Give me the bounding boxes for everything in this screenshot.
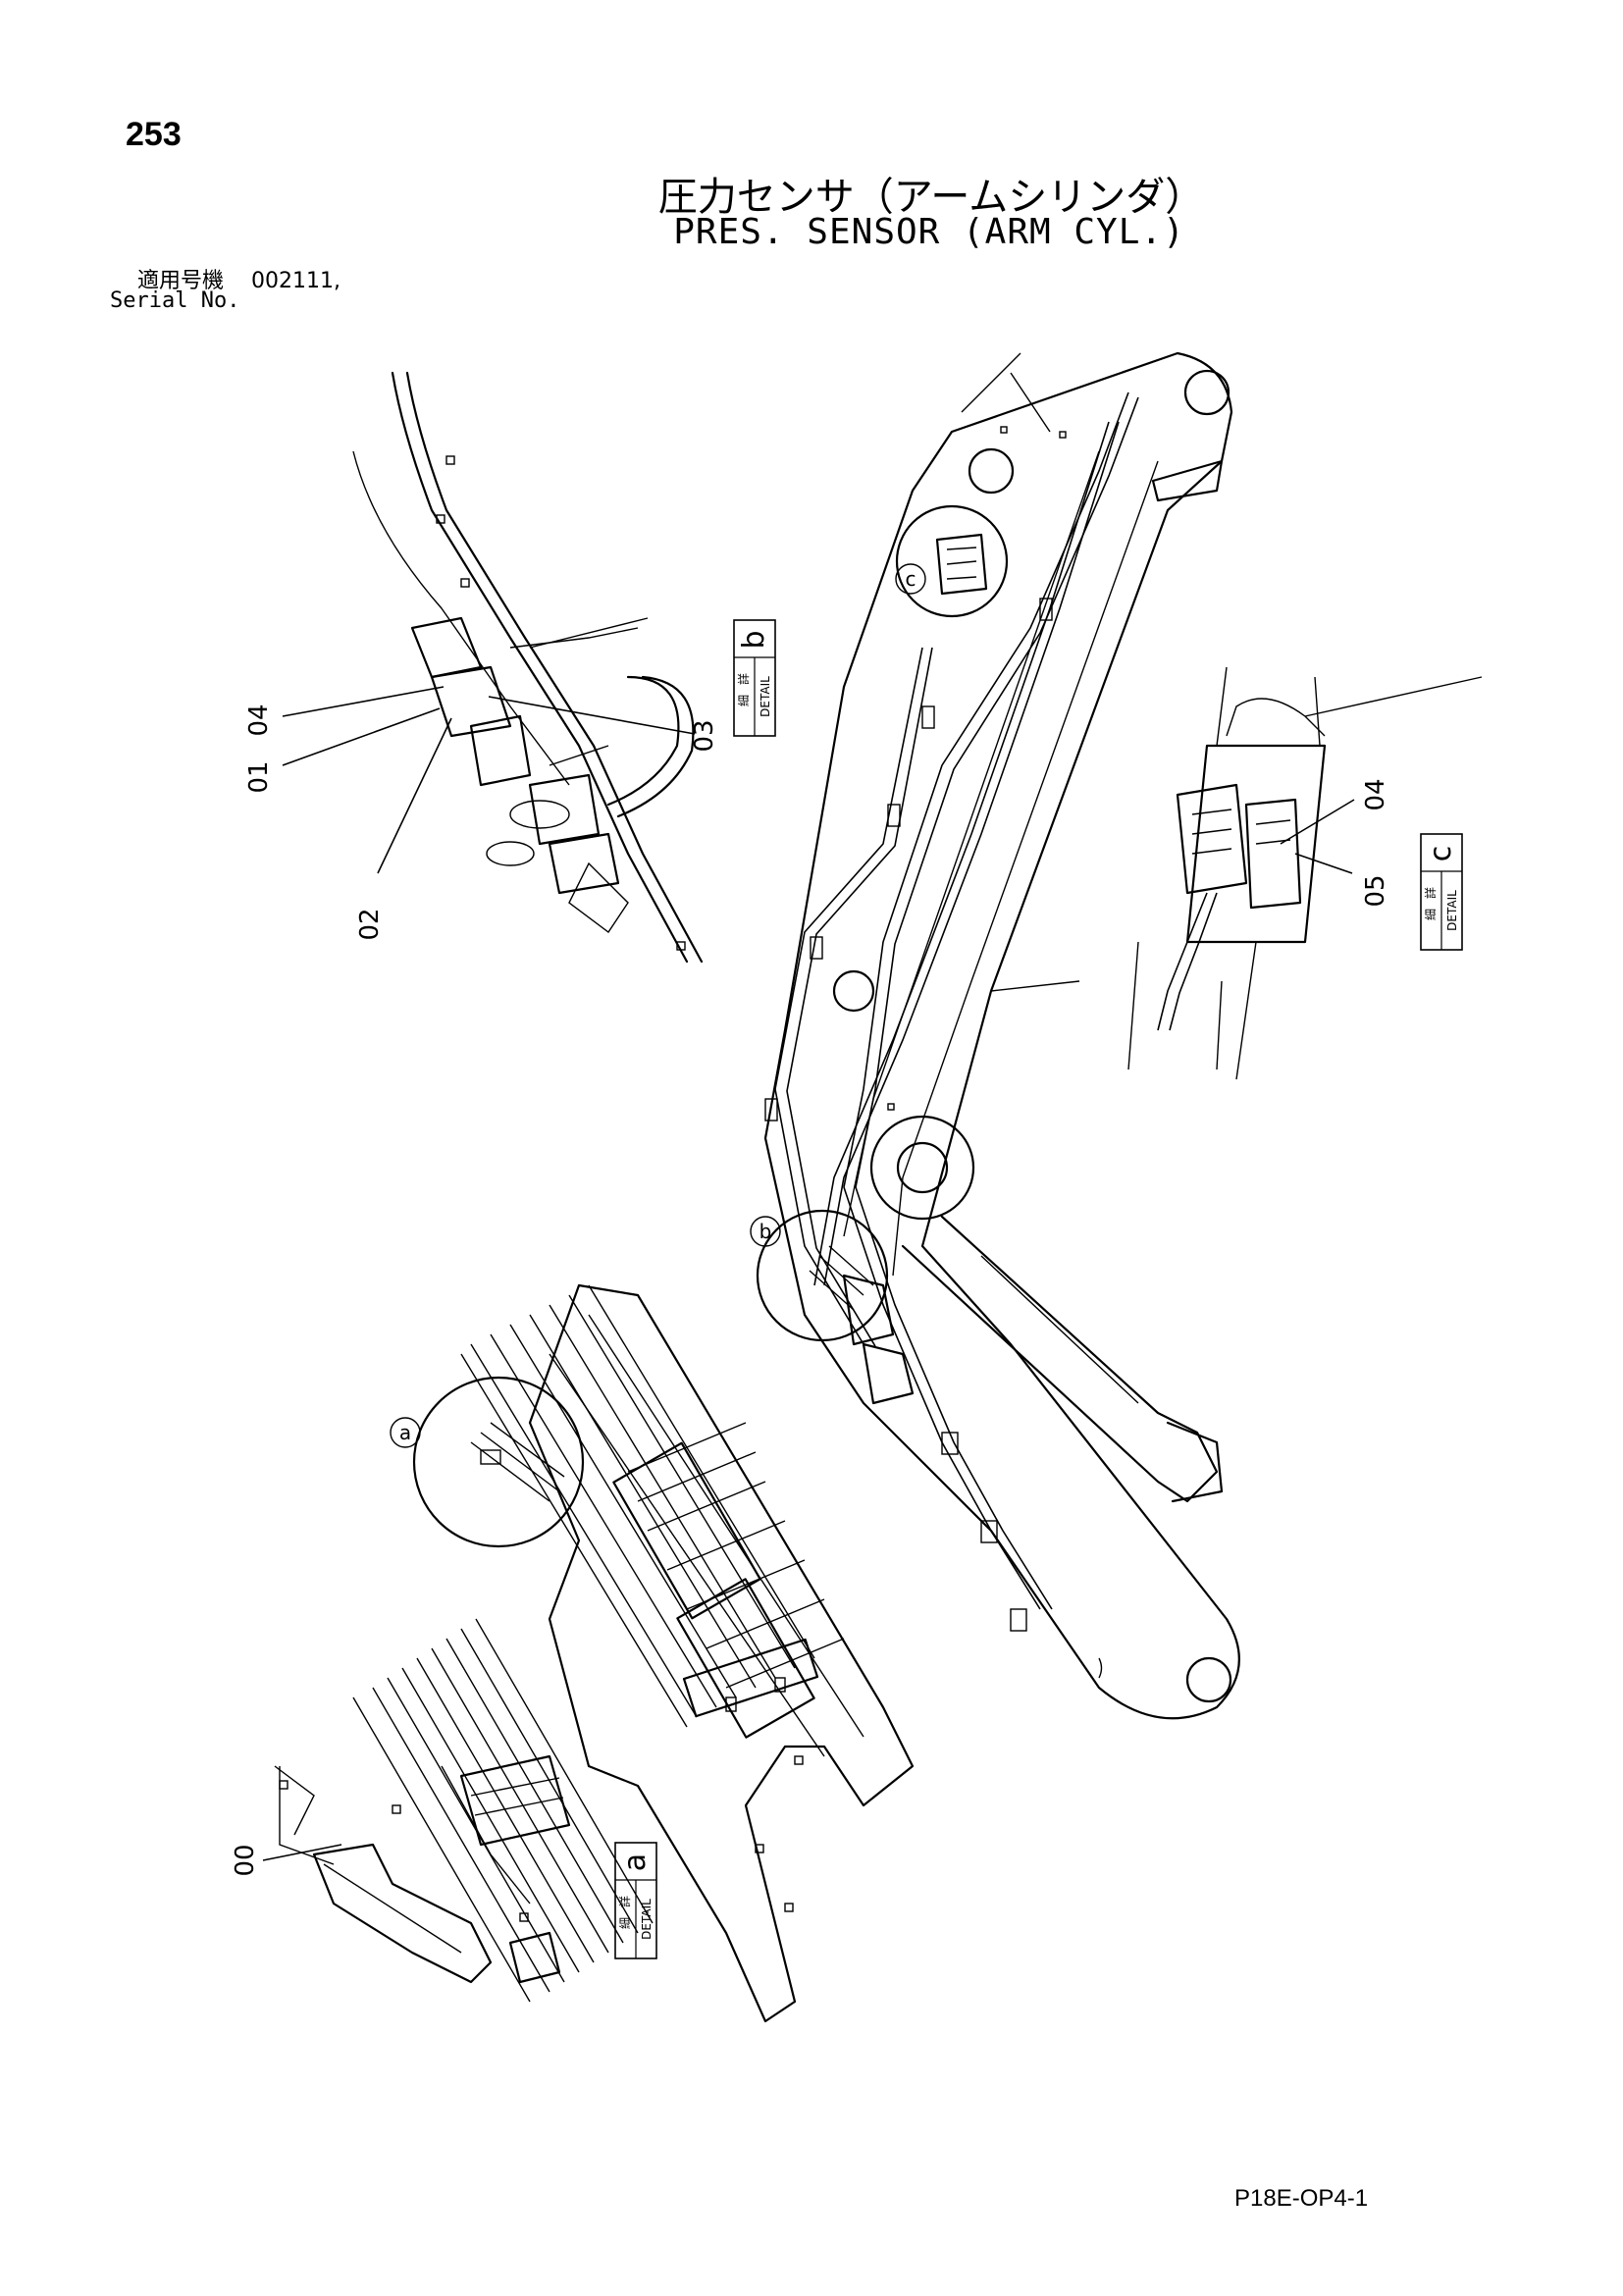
detail-a-letter: a xyxy=(618,1853,653,1871)
arm-assembly xyxy=(763,351,1240,1720)
detail-c-label: c 詳 細 DETAIL xyxy=(1420,833,1463,951)
detail-c-kanji-1: 詳 xyxy=(1423,887,1438,899)
detail-c-view xyxy=(1127,666,1483,1080)
boom-valve-assembly xyxy=(460,1283,915,2023)
part-label-03-b: 03 xyxy=(690,719,719,752)
detail-c-word: DETAIL xyxy=(1445,890,1459,931)
title-japanese-text: 圧力センサ（アームシリンダ） xyxy=(657,175,1205,220)
part-label-02-b: 02 xyxy=(355,908,385,940)
detail-b-kanji-1: 詳 xyxy=(736,673,751,685)
serial-value: 002111, xyxy=(251,269,340,293)
part-label-04-c: 04 xyxy=(1361,778,1390,810)
detail-a-label: a 詳 細 DETAIL xyxy=(614,1842,657,1959)
callout-a: a xyxy=(390,1376,585,1548)
part-label-04-b: 04 xyxy=(244,704,274,736)
detail-a-view xyxy=(262,1618,654,2003)
document-code: P18E-OP4-1 xyxy=(1234,2185,1369,2212)
page-number: 253 xyxy=(126,116,182,153)
title-english-text: PRES. SENSOR (ARM CYL.) xyxy=(673,212,1185,252)
serial-number-row: 適用号機 002111, xyxy=(137,263,340,294)
serial-label-japanese: 適用号機 xyxy=(137,269,225,293)
detail-a-word: DETAIL xyxy=(640,1899,654,1940)
detail-a-kanji-1: 詳 xyxy=(617,1896,632,1907)
detail-b-kanji-2: 細 xyxy=(737,695,751,706)
title-english: PRES. SENSOR (ARM CYL.) xyxy=(0,212,1623,252)
part-label-01-b: 01 xyxy=(244,760,274,793)
title-japanese: 圧力センサ（アームシリンダ） xyxy=(0,165,1623,222)
detail-b-label: b 詳 細 DETAIL xyxy=(733,619,776,737)
callout-a-letter: a xyxy=(399,1421,411,1444)
serial-label-english: Serial No. xyxy=(110,288,240,313)
callout-b-letter: b xyxy=(759,1220,772,1243)
arm-cylinder xyxy=(869,1115,1224,1503)
detail-b-word: DETAIL xyxy=(759,676,772,717)
callout-c: c xyxy=(895,504,1009,618)
detail-b-letter: b xyxy=(737,630,771,649)
detail-b-view xyxy=(282,371,704,964)
part-label-00-a: 00 xyxy=(231,1844,260,1876)
detail-c-kanji-2: 細 xyxy=(1424,909,1438,920)
callout-c-letter: c xyxy=(906,567,916,591)
detail-a-kanji-2: 細 xyxy=(618,1917,632,1929)
part-label-05-c: 05 xyxy=(1361,874,1390,907)
callout-b: b xyxy=(750,1209,889,1342)
detail-c-letter: c xyxy=(1424,846,1458,862)
